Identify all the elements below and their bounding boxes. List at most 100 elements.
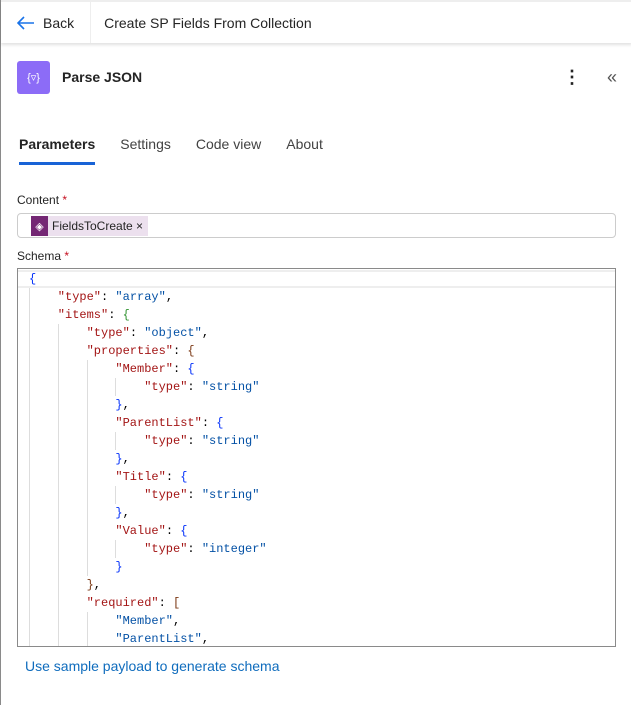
indent-guide: [57, 558, 59, 576]
code-token: "object": [144, 326, 202, 340]
code-token: "ParentList": [115, 416, 202, 430]
code-line: },: [18, 450, 615, 468]
indent-guide: [86, 432, 88, 450]
indent-guide: [86, 612, 88, 630]
code-token: :: [173, 362, 188, 376]
code-token: "string": [201, 488, 260, 502]
indent-guide: [86, 468, 88, 486]
tab-code-view[interactable]: Code view: [195, 136, 262, 152]
tab-parameters[interactable]: Parameters: [19, 136, 96, 165]
indent-guide: [57, 342, 59, 360]
code-token: "Title": [115, 470, 166, 484]
content-input[interactable]: ◈ FieldsToCreate ×: [17, 213, 616, 238]
code-token: {: [216, 416, 224, 430]
code-line: "ParentList": {: [18, 414, 615, 432]
code-line: "Member",: [18, 612, 615, 630]
indent-guide: [57, 378, 59, 396]
code-token: "ParentList": [115, 632, 202, 646]
code-line: "Title": {: [18, 468, 615, 486]
code-token: "string": [201, 434, 260, 448]
indent-guide: [57, 594, 59, 612]
code-line: "properties": {: [18, 342, 615, 360]
indent-guide: [29, 360, 30, 378]
code-line: "Value": {: [18, 522, 615, 540]
token-remove-button[interactable]: ×: [136, 219, 144, 233]
indent-guide: [86, 630, 88, 646]
content-label-text: Content: [17, 193, 60, 207]
indent-guide: [57, 414, 59, 432]
tab-about[interactable]: About: [286, 136, 323, 152]
tab-bar: Parameters Settings Code view About: [19, 136, 323, 165]
indent-guide: [86, 540, 88, 558]
code-token: {: [180, 470, 188, 484]
code-token: "Member": [115, 614, 173, 628]
schema-label: Schema *: [17, 249, 69, 263]
indent-guide: [115, 486, 117, 504]
use-sample-payload-link[interactable]: Use sample payload to generate schema: [25, 658, 280, 674]
code-token: "array": [115, 290, 166, 304]
indent-guide: [29, 306, 30, 324]
dynamic-content-token[interactable]: ◈ FieldsToCreate ×: [31, 216, 149, 236]
top-bar: Back Create SP Fields From Collection: [1, 0, 631, 43]
code-token: "type": [144, 542, 188, 556]
code-token: "type": [144, 488, 188, 502]
indent-guide: [57, 540, 59, 558]
indent-guide: [29, 576, 30, 594]
code-token: "Value": [115, 524, 166, 538]
code-token: }: [86, 578, 94, 592]
indent-guide: [29, 504, 30, 522]
code-token: ,: [122, 506, 130, 520]
code-token: :: [165, 524, 181, 538]
indent-guide: [86, 522, 88, 540]
code-token: "type": [86, 326, 130, 340]
action-title[interactable]: Parse JSON: [62, 69, 143, 85]
code-line: },: [18, 396, 615, 414]
code-token: :: [101, 290, 116, 304]
code-token: {: [180, 524, 188, 538]
indent-guide: [29, 630, 30, 646]
schema-code-editor[interactable]: { "type": "array", "items": { "type": "obje…: [17, 268, 616, 647]
code-line: },: [18, 504, 615, 522]
indent-guide: [57, 522, 59, 540]
code-token: ,: [165, 290, 174, 304]
indent-guide: [86, 504, 88, 522]
code-token: :: [187, 380, 202, 394]
code-line: "type": "integer": [18, 540, 615, 558]
code-token: :: [158, 596, 174, 610]
indent-guide: [29, 450, 30, 468]
code-token: ,: [93, 578, 101, 592]
code-token: {: [187, 344, 195, 358]
indent-guide: [57, 360, 59, 378]
required-marker: *: [64, 249, 70, 263]
code-token: :: [187, 488, 202, 502]
code-token: :: [173, 344, 188, 358]
code-token: "type": [57, 290, 102, 304]
indent-guide: [29, 414, 30, 432]
code-token: {: [122, 308, 130, 322]
power-apps-icon: ◈: [31, 216, 48, 236]
content-label: Content *: [17, 193, 67, 207]
code-line: "type": "string": [18, 486, 615, 504]
indent-guide: [57, 450, 59, 468]
indent-guide: [86, 360, 88, 378]
indent-guide: [57, 468, 59, 486]
collapse-panel-icon[interactable]: «: [606, 66, 617, 87]
code-token: :: [129, 326, 145, 340]
indent-guide: [86, 414, 88, 432]
code-line: "ParentList",: [18, 630, 615, 646]
code-token: [: [173, 596, 181, 610]
code-token: "integer": [201, 542, 267, 556]
indent-guide: [29, 540, 30, 558]
indent-guide: [29, 558, 30, 576]
back-label: Back: [43, 14, 75, 31]
tab-settings[interactable]: Settings: [120, 136, 171, 152]
indent-guide: [115, 378, 117, 396]
token-label: FieldsToCreate: [52, 219, 133, 233]
code-token: :: [201, 416, 217, 430]
code-token: ,: [122, 398, 130, 412]
back-button[interactable]: Back: [1, 2, 92, 43]
more-options-icon[interactable]: ⋮: [563, 66, 581, 87]
schema-label-text: Schema: [17, 249, 62, 263]
code-token: "items": [57, 308, 109, 322]
indent-guide: [29, 594, 30, 612]
